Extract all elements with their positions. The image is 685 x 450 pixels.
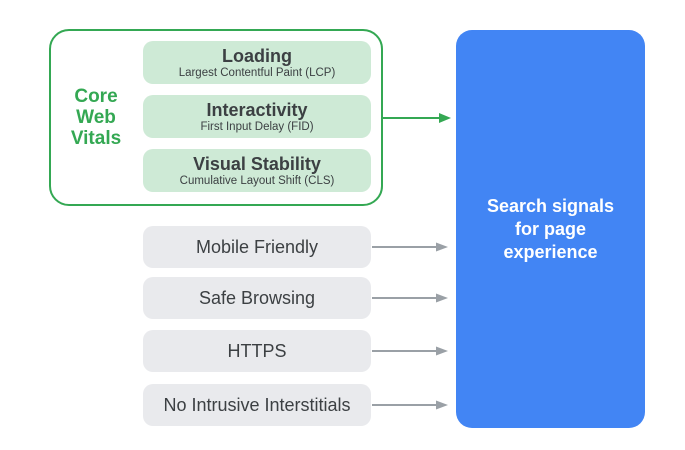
search-signals-text-line: experience [503,241,598,262]
signal-label: No Intrusive Interstitials [163,394,351,415]
vital-item-visual-stability: Visual Stability Cumulative Layout Shift… [143,149,371,192]
arrow-mobile-friendly [372,242,448,252]
arrow-no-intrusive-interstitials [372,400,448,410]
search-signals-box: Search signals for page experience [456,30,645,428]
arrow-core-web-vitals [383,113,451,123]
signal-label: Mobile Friendly [195,236,319,257]
signal-box-mobile-friendly: Mobile Friendly [143,226,371,268]
core-web-vitals-label: Core Web Vitals [49,29,143,206]
vital-item-interactivity: Interactivity First Input Delay (FID) [143,95,371,138]
arrow-https [372,346,448,356]
arrow-head [436,242,448,252]
arrow-head [436,400,448,410]
vital-title: Visual Stability [193,153,321,174]
core-web-vitals-label-line: Vitals [70,128,122,149]
vital-subtitle: Cumulative Layout Shift (CLS) [179,174,335,187]
vital-subtitle: Largest Contentful Paint (LCP) [178,66,336,79]
arrow-head [436,346,448,356]
signal-box-safe-browsing: Safe Browsing [143,277,371,319]
signal-box-no-intrusive-interstitials: No Intrusive Interstitials [143,384,371,426]
core-web-vitals-label-line: Core [74,86,118,107]
signal-label: Safe Browsing [198,287,316,308]
arrow-head [439,113,451,123]
search-signals-text-line: for page [514,218,586,239]
vital-subtitle: First Input Delay (FID) [200,120,314,133]
signal-label: HTTPS [227,340,287,361]
arrow-head [436,293,448,303]
vital-title: Loading [222,45,292,66]
signal-box-https: HTTPS [143,330,371,372]
vital-item-loading: Loading Largest Contentful Paint (LCP) [143,41,371,84]
search-signals-text-line: Search signals [486,195,615,216]
core-web-vitals-label-line: Web [76,107,116,128]
vital-title: Interactivity [206,99,308,120]
arrow-safe-browsing [372,293,448,303]
